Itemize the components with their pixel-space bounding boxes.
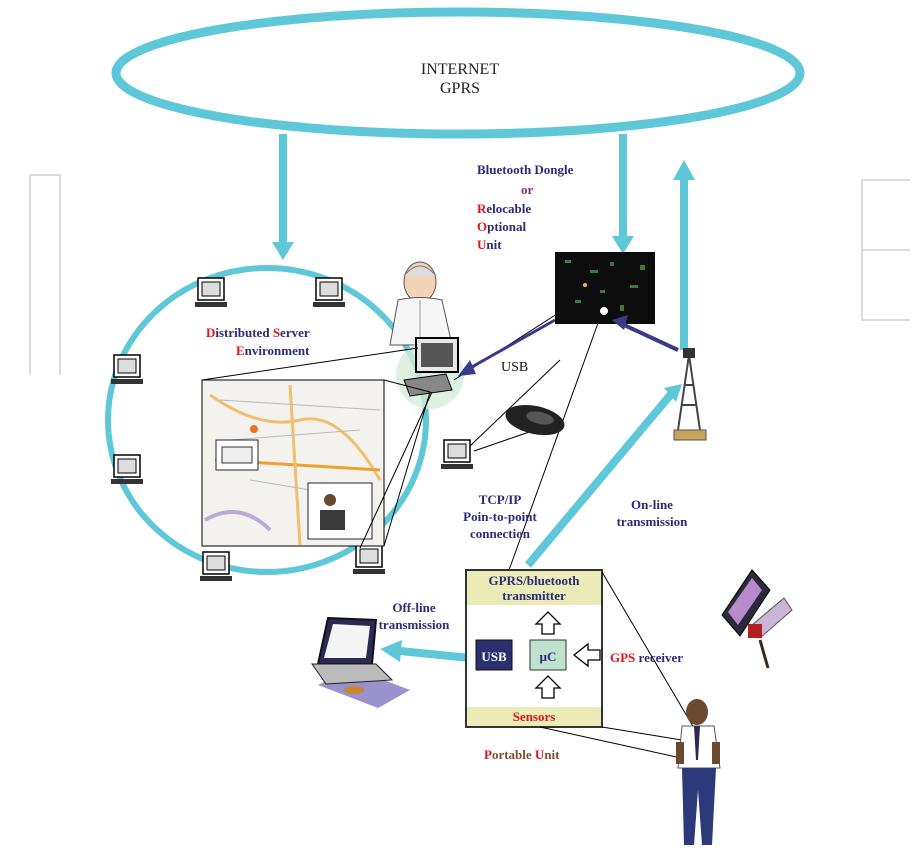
computer-icon xyxy=(441,439,473,469)
server-ring xyxy=(105,265,429,575)
portable-unit: GPRS/bluetooth transmitter Sensors USB µ… xyxy=(465,569,603,728)
tcp-line2: Poin-to-point xyxy=(463,509,537,524)
tower-dongle-link xyxy=(612,315,679,352)
arrow-down-dongle xyxy=(612,236,634,254)
satellite-icon xyxy=(721,569,793,669)
offline-line1: Off-line xyxy=(392,600,436,615)
server-label-line2: Environment xyxy=(236,343,310,358)
usb-box xyxy=(475,639,513,671)
dongle-line4: Optional xyxy=(477,219,527,234)
ring-computers xyxy=(111,277,473,581)
arrow-to-tower xyxy=(664,384,682,402)
mouse-icon xyxy=(505,404,565,436)
internet-cloud: INTERNET GPRS xyxy=(111,7,805,139)
usb-link: USB xyxy=(458,318,556,376)
arrow-down-server xyxy=(272,242,294,260)
workstation-computer-icon xyxy=(396,337,464,409)
transmitter-line2: transmitter xyxy=(502,588,566,603)
mcu-label: µC xyxy=(540,649,557,664)
connector-lines xyxy=(201,311,603,596)
sensors-label: Sensors xyxy=(513,709,556,724)
arrow-up-internet xyxy=(673,160,695,180)
usb-box-label: USB xyxy=(481,649,507,664)
person-icon xyxy=(539,571,721,845)
map-icon xyxy=(201,379,385,547)
computer-icon xyxy=(111,354,143,384)
watermark-shapes xyxy=(29,174,910,375)
transmitter-panel xyxy=(467,571,601,605)
arrow-to-laptop xyxy=(380,640,402,662)
computer-icon xyxy=(200,551,232,581)
tcp-label: TCP/IP Poin-to-point connection xyxy=(463,492,537,541)
dongle-line5: Unit xyxy=(477,237,502,252)
dongle-line3: Relocable xyxy=(477,201,531,216)
computer-icon xyxy=(111,454,143,484)
online-line1: On-line xyxy=(631,497,673,512)
tcp-line1: TCP/IP xyxy=(479,492,522,507)
transmitter-line1: GPRS/bluetooth xyxy=(488,573,580,588)
dongle-line1: Bluetooth Dongle xyxy=(477,162,574,177)
gps-label: GPS receiver xyxy=(610,650,683,665)
dongle-line2: or xyxy=(521,182,534,197)
server-label-line1: Distributed Server xyxy=(206,325,310,340)
up-arrow-icon xyxy=(534,675,562,699)
antenna-tower-icon xyxy=(673,348,707,441)
online-label: On-line transmission xyxy=(617,497,689,529)
sensors-panel xyxy=(467,707,601,726)
computer-icon xyxy=(195,277,227,307)
computer-icon xyxy=(313,277,345,307)
offline-line2: transmission xyxy=(379,617,451,632)
offline-label: Off-line transmission xyxy=(379,600,451,632)
mcu-box xyxy=(529,639,567,671)
cyan-links xyxy=(272,134,695,662)
online-line2: transmission xyxy=(617,514,689,529)
gprs-label: GPRS xyxy=(440,80,480,97)
doctor-icon xyxy=(389,261,453,346)
dongle-icon xyxy=(555,252,655,324)
dongle-label: Bluetooth Dongle or Relocable Optional U… xyxy=(477,162,574,252)
tcp-line3: connection xyxy=(470,526,531,541)
left-arrow-icon xyxy=(572,642,601,668)
up-arrow-icon xyxy=(534,611,562,635)
internet-label: INTERNET xyxy=(421,61,499,78)
laptop-icon xyxy=(311,616,410,708)
usb-link-label: USB xyxy=(501,360,528,375)
portable-caption: Portable Unit xyxy=(484,747,560,762)
computer-icon xyxy=(353,544,385,574)
